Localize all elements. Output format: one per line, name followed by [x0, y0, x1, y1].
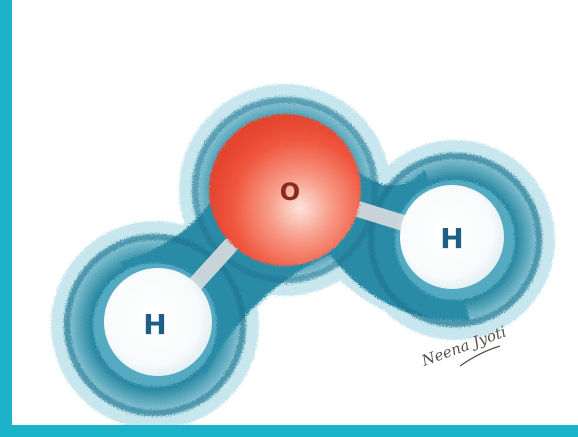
frame-border-left: [0, 0, 12, 437]
hydrogen-atom-left: H: [104, 268, 212, 376]
frame-border-bottom: [0, 425, 578, 437]
hydrogen-atom-right: H: [400, 185, 504, 289]
signature-underline: [459, 345, 501, 367]
hydrogen-left-symbol: H: [143, 308, 166, 341]
bond-left: [182, 227, 248, 298]
hydrogen-right-symbol: H: [440, 222, 463, 255]
oxygen-symbol: O: [280, 178, 300, 206]
oxygen-atom: O: [209, 114, 361, 266]
